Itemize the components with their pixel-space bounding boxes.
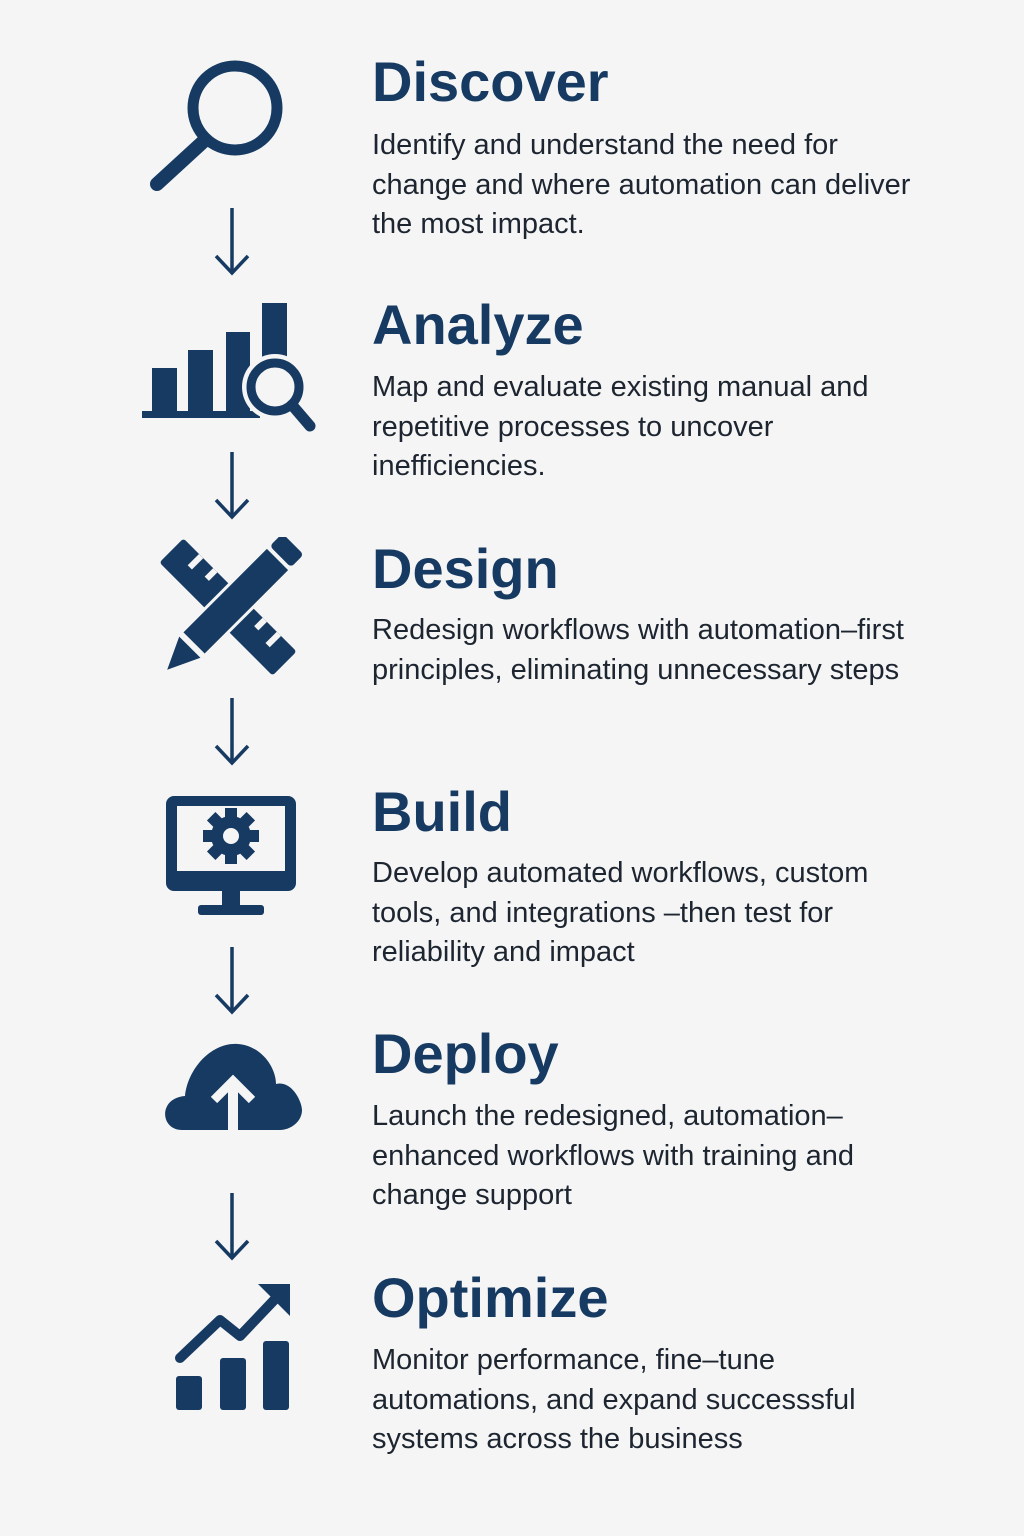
step-description: Redesign workflows with automation–first… [372, 614, 904, 686]
pencil-ruler-icon [130, 537, 330, 697]
arrow-down-icon [212, 450, 252, 522]
arrow-down-icon [212, 945, 252, 1017]
step-description: Identify and understand the need for cha… [372, 129, 911, 240]
step-title: Discover [372, 50, 609, 113]
step-title: Design [372, 537, 559, 600]
arrow-down-icon [212, 1191, 252, 1263]
magnifier-icon [130, 45, 330, 205]
bar-chart-magnifier-icon [130, 293, 330, 453]
step-description: Monitor performance, fine–tune automatio… [372, 1344, 856, 1455]
cloud-upload-icon [130, 1030, 330, 1190]
step-title: Optimize [372, 1266, 609, 1329]
arrow-down-icon [212, 206, 252, 278]
step-description: Launch the redesigned, automation–enhanc… [372, 1100, 854, 1211]
step-title: Build [372, 780, 512, 843]
step-title: Analyze [372, 293, 584, 356]
monitor-gear-icon [130, 786, 330, 946]
step-title: Deploy [372, 1022, 559, 1085]
arrow-down-icon [212, 696, 252, 768]
step-description: Map and evaluate existing manual and rep… [372, 371, 869, 482]
growth-chart-icon [130, 1278, 330, 1438]
step-description: Develop automated workflows, custom tool… [372, 857, 869, 968]
